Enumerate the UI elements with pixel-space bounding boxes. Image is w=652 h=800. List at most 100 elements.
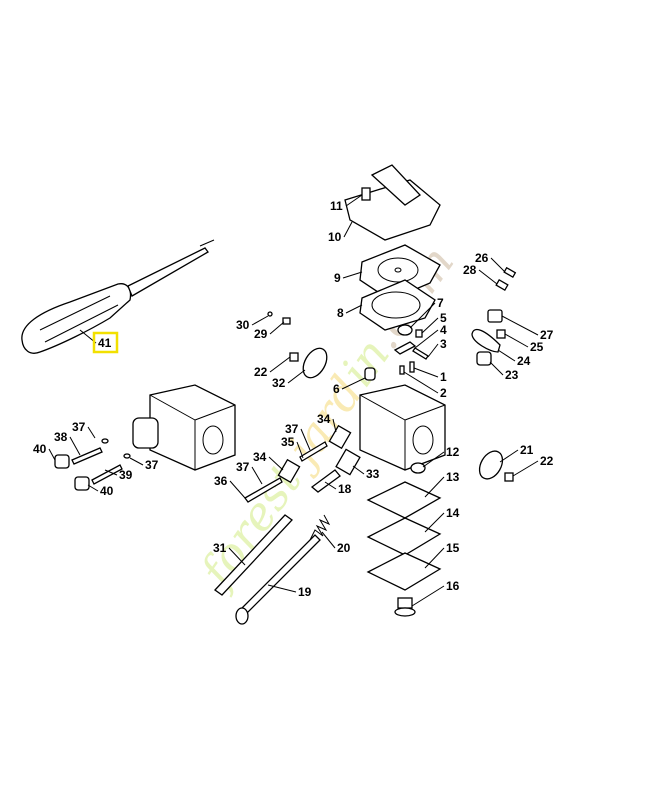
- leader-line: [300, 428, 311, 451]
- leader-line: [268, 456, 284, 471]
- leader-line: [424, 512, 445, 533]
- leader-line: [411, 585, 445, 607]
- callout-5: 5: [421, 311, 447, 334]
- callout-2: 2: [403, 371, 447, 400]
- leader-line: [427, 343, 439, 358]
- callout-30: 30: [236, 315, 269, 332]
- leader-line: [287, 369, 306, 384]
- leader-line: [414, 329, 439, 349]
- callout-number: 35: [281, 435, 295, 449]
- callout-number: 28: [463, 263, 477, 277]
- callout-34: 34: [253, 450, 284, 471]
- leader-line: [87, 484, 99, 492]
- callout-32: 32: [272, 369, 306, 390]
- callout-number: 21: [520, 443, 534, 457]
- callout-number: 19: [298, 585, 312, 599]
- callout-40: 40: [87, 484, 114, 498]
- callout-number: 3: [440, 337, 447, 351]
- callout-37: 37: [72, 420, 96, 439]
- callout-34: 34: [317, 412, 337, 433]
- leader-line: [296, 441, 304, 459]
- callout-29: 29: [254, 321, 285, 341]
- leader-line: [409, 302, 436, 329]
- callout-number: 26: [475, 251, 489, 265]
- callout-18: 18: [324, 481, 352, 496]
- callout-number: 34: [317, 412, 331, 426]
- leader-line: [87, 426, 96, 439]
- callout-number: 39: [119, 468, 133, 482]
- leader-line: [501, 315, 539, 336]
- callout-16: 16: [411, 579, 460, 607]
- leader-line: [478, 269, 498, 285]
- leader-line: [413, 367, 439, 378]
- callout-number: 33: [366, 467, 380, 481]
- shafts-19-20-31: [214, 514, 331, 625]
- callout-number: 1: [440, 370, 447, 384]
- callout-number: 41: [98, 336, 112, 350]
- leader-line: [345, 194, 363, 207]
- leader-line: [251, 315, 269, 326]
- callout-number: 13: [446, 470, 460, 484]
- leader-line: [341, 377, 366, 390]
- leader-line: [321, 531, 336, 549]
- leader-line: [229, 480, 246, 499]
- diaphragm-part-9: [359, 244, 441, 301]
- callout-33: 33: [352, 465, 380, 481]
- lever-parts-23-28: [471, 266, 517, 366]
- callout-number: 22: [254, 365, 268, 379]
- callout-40: 40: [33, 442, 56, 461]
- leader-line: [421, 317, 439, 334]
- callout-10: 10: [328, 221, 353, 244]
- callout-20: 20: [321, 531, 351, 555]
- leader-line: [342, 271, 363, 279]
- callout-number: 37: [236, 460, 250, 474]
- small-parts-1-7: [364, 324, 429, 381]
- callout-31: 31: [213, 541, 246, 566]
- leader-line: [424, 476, 445, 498]
- callout-number: 31: [213, 541, 227, 555]
- leader-line: [324, 481, 337, 490]
- callout-number: 27: [540, 328, 554, 342]
- leader-line: [129, 457, 144, 466]
- callout-number: 37: [285, 422, 299, 436]
- leader-line: [345, 304, 363, 314]
- callout-22: 22: [254, 356, 291, 379]
- callout-number: 22: [540, 454, 554, 468]
- leader-line: [489, 361, 504, 376]
- leader-line: [228, 547, 246, 566]
- callout-14: 14: [424, 506, 460, 533]
- callout-39: 39: [104, 468, 133, 482]
- callout-22: 22: [512, 454, 554, 477]
- callout-number: 23: [505, 368, 519, 382]
- leader-line: [269, 356, 291, 373]
- callout-number: 16: [446, 579, 460, 593]
- leader-line: [69, 436, 81, 456]
- callout-27: 27: [501, 315, 554, 342]
- callout-number: 40: [33, 442, 47, 456]
- leader-line: [490, 257, 506, 273]
- leader-line: [267, 584, 297, 593]
- callout-number: 15: [446, 541, 460, 555]
- callout-41: 41: [79, 329, 119, 354]
- plates-13-16: [366, 481, 442, 617]
- callout-28: 28: [463, 263, 498, 285]
- callout-13: 13: [424, 470, 460, 498]
- leader-line: [48, 448, 56, 461]
- callout-3: 3: [427, 337, 447, 358]
- leader-line: [352, 465, 365, 475]
- callout-23: 23: [489, 361, 519, 382]
- callout-9: 9: [334, 271, 363, 285]
- callout-7: 7: [409, 296, 444, 329]
- callout-37: 37: [236, 460, 263, 485]
- pump-cover-part-10: [344, 164, 441, 241]
- leader-line: [512, 460, 539, 477]
- callout-number: 34: [253, 450, 267, 464]
- callout-number: 14: [446, 506, 460, 520]
- leader-line: [269, 321, 285, 335]
- callout-number: 37: [72, 420, 86, 434]
- callout-12: 12: [422, 445, 460, 468]
- callout-number: 6: [333, 382, 340, 396]
- callout-number: 7: [437, 296, 444, 310]
- callout-number: 25: [530, 340, 544, 354]
